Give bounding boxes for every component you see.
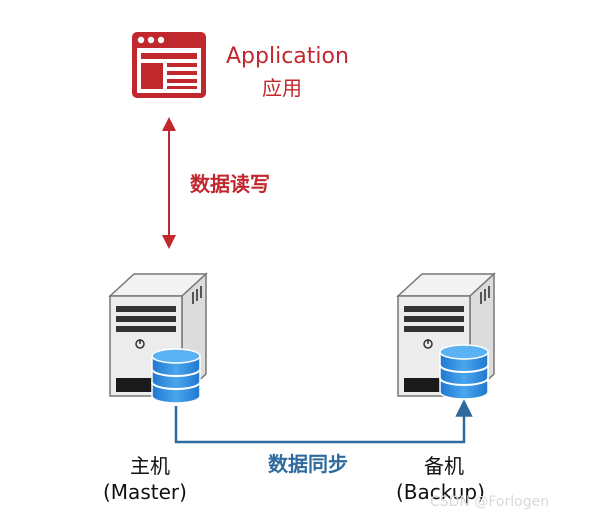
- watermark: CSDN @Forlogen: [430, 494, 550, 510]
- read-write-label: 数据读写: [190, 172, 270, 196]
- master-name: 主机: [130, 454, 170, 478]
- master-database-icon: [151, 348, 201, 404]
- backup-role: (Backup): [396, 480, 485, 504]
- master-role: (Master): [103, 480, 187, 504]
- backup-database-icon: [439, 344, 489, 400]
- sync-label: 数据同步: [268, 452, 348, 476]
- backup-name: 备机: [424, 454, 464, 478]
- sync-connector-arrow: [174, 399, 473, 444]
- application-title: Application: [226, 44, 349, 69]
- application-subtitle: 应用: [262, 76, 302, 100]
- app-window-icon: [132, 32, 206, 98]
